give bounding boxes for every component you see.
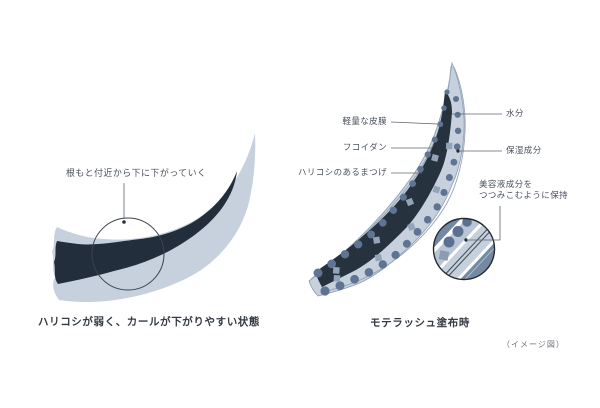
leader-lines [390,113,502,241]
label-moisture: 水分 [506,109,524,119]
magnifier-ring [432,217,496,281]
label-moisturizing-ingredient: 保湿成分 [506,146,542,156]
left-lash-illustration [52,133,256,302]
moisturizer-dot [456,149,460,153]
callout-dot [464,238,468,242]
serum-callout-label: 美容液成分を つつみこむように保持 [479,180,568,201]
label-firm-lash: ハリコシのあるまつげ [297,168,387,178]
right-lash-core [315,91,452,287]
left-annotation-label: 根もと付近から下に下がっていく [66,169,207,179]
outer-film-line [320,66,466,293]
serum-particles [313,89,462,296]
serum-callout-line1: 美容液成分を [479,180,533,190]
fucoidan-dot [432,146,436,150]
moisture-dot [447,112,451,116]
right-caption: モテラッシュ塗布時 [370,317,470,329]
left-lash-core [54,171,237,284]
left-leader-dot [122,220,126,224]
image-note: （イメージ図） [502,340,565,349]
magnifier [432,217,496,281]
right-lash-illustration [308,61,466,297]
serum-callout-line2: つつみこむように保持 [479,190,569,201]
left-caption: ハリコシが弱く、カールが下がりやすい状態 [38,316,260,328]
label-light-film: 軽量な皮膜 [342,117,387,127]
root-highlight-circle [91,217,165,291]
label-fucoidan: フコイダン [342,143,387,153]
